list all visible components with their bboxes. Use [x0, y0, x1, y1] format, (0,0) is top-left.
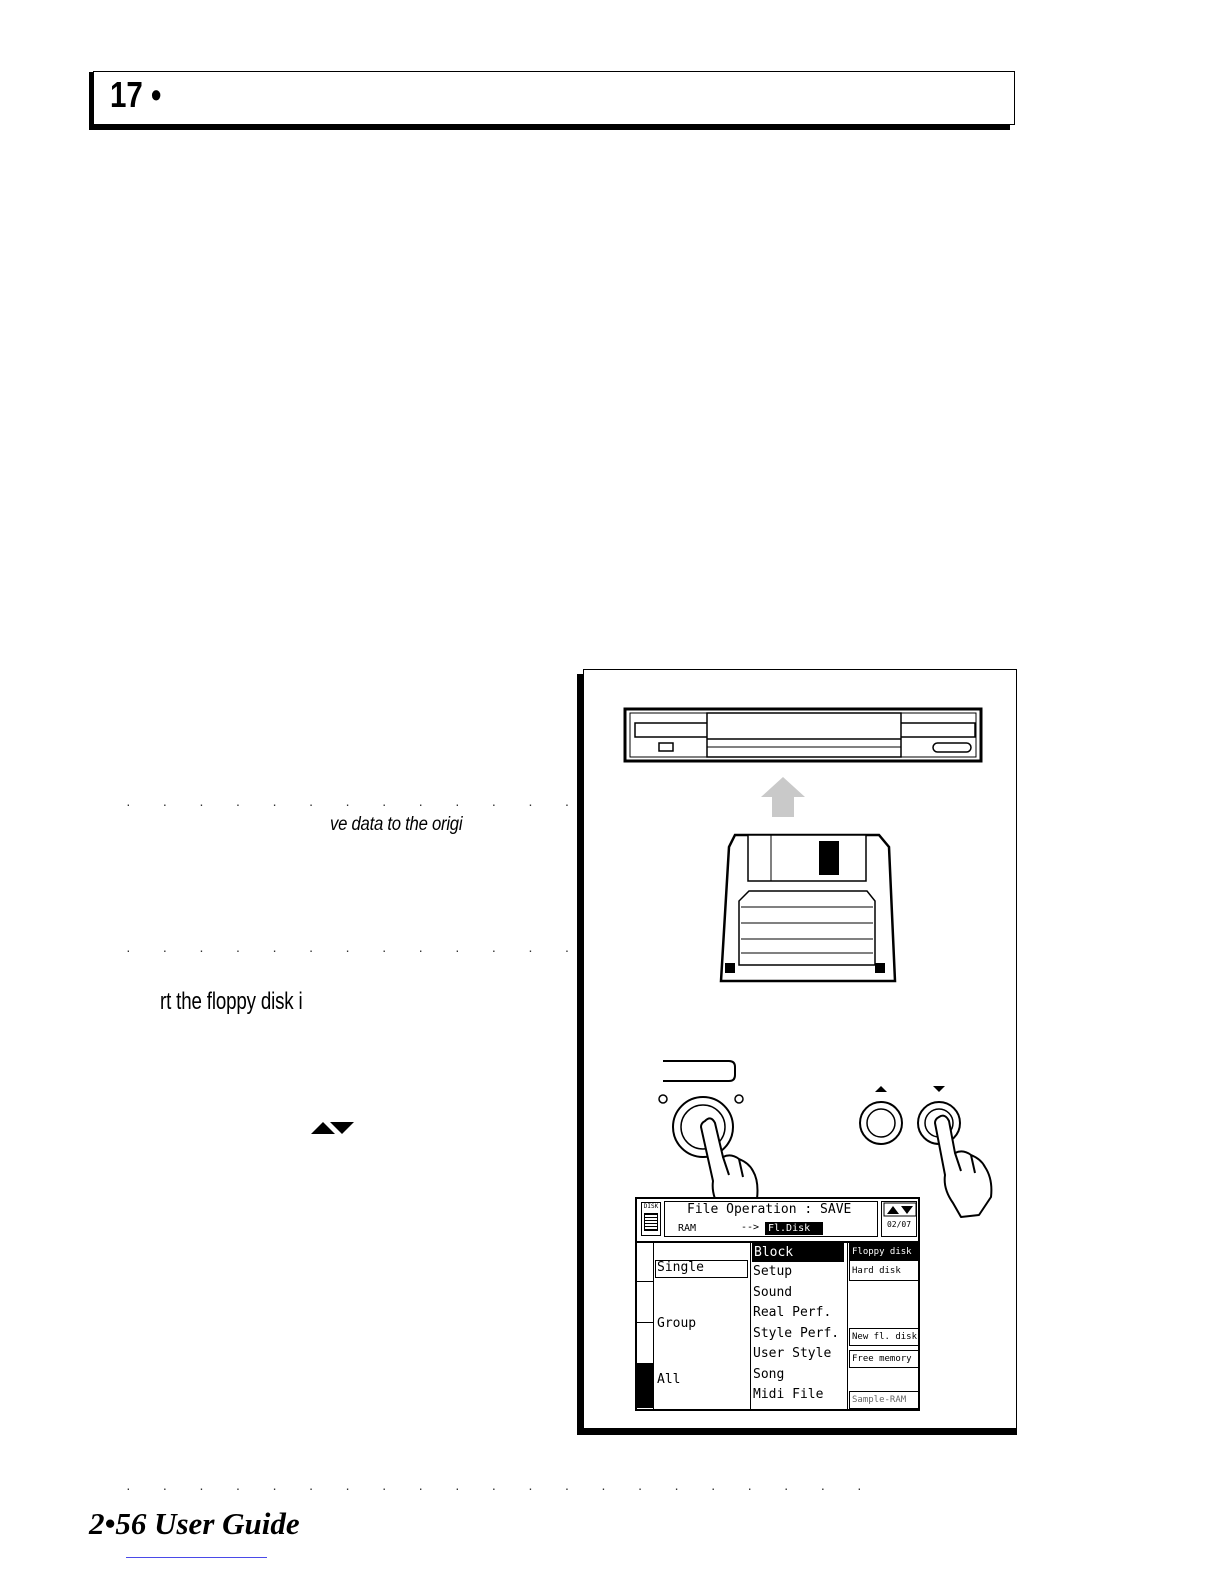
lcd-tab-strip: [637, 1241, 654, 1409]
file-type-setup[interactable]: Setup: [753, 1264, 793, 1279]
sample-ram-button[interactable]: Sample-RAM: [849, 1391, 919, 1409]
free-memory-button[interactable]: Free memory: [849, 1350, 919, 1368]
lcd-title-bar: DISK File Operation : SAVE RAM --> Fl.Di…: [637, 1199, 918, 1243]
lcd-title: File Operation : SAVE: [687, 1202, 852, 1217]
file-type-song[interactable]: Song: [753, 1366, 785, 1382]
mode-single[interactable]: Single: [657, 1260, 704, 1275]
file-type-user-style[interactable]: User Style: [753, 1346, 832, 1361]
file-type-real-perf[interactable]: Real Perf.: [753, 1305, 832, 1320]
lcd-page-box: 02/07: [881, 1201, 917, 1237]
lcd-drive-column: Floppy disk Hard disk New fl. disk Free …: [848, 1241, 919, 1409]
file-type-midi-file[interactable]: Midi File: [753, 1387, 824, 1402]
step-text: rt the floppy disk i: [160, 988, 303, 1015]
insert-arrow-icon: [761, 777, 805, 817]
lcd-destination: Fl.Disk: [765, 1222, 823, 1235]
lcd-source: RAM: [678, 1223, 697, 1234]
footer-link-underline: [126, 1557, 267, 1558]
disk-mode-icon: DISK: [641, 1202, 661, 1236]
pointing-hand-icon-2: [934, 1114, 993, 1218]
page-arrows-icon: [883, 1202, 917, 1217]
lcd-arrow: -->: [741, 1222, 760, 1233]
file-type-sound[interactable]: Sound: [753, 1284, 793, 1300]
lcd-file-type-list: Block Setup Sound Real Perf. Style Perf.…: [751, 1241, 848, 1409]
drive-hard-disk[interactable]: Hard disk: [852, 1266, 901, 1276]
file-type-style-perf[interactable]: Style Perf.: [753, 1325, 840, 1341]
floppy-disk-icon: [719, 833, 897, 983]
floppy-drive-icon: [623, 707, 983, 763]
up-down-arrows-icon: [311, 1122, 354, 1134]
dotted-rule-bottom: · · · · · · · · · · · · · · · · · · · · …: [126, 1480, 876, 1496]
header-bar-shadow: [89, 72, 95, 130]
page-footer: 2•56 User Guide: [89, 1506, 300, 1541]
lcd-display: DISK File Operation : SAVE RAM --> Fl.Di…: [635, 1197, 920, 1411]
header-bar-shadow-bottom: [89, 124, 1010, 130]
note-text: ve data to the origi: [330, 814, 463, 835]
drive-floppy-disk[interactable]: Floppy disk: [850, 1244, 918, 1261]
mode-group[interactable]: Group: [657, 1316, 697, 1331]
figure-illustration: [623, 707, 993, 1226]
file-type-block[interactable]: Block: [752, 1243, 844, 1262]
chapter-header-box: [93, 71, 1015, 125]
chapter-title: 17 •: [110, 74, 162, 115]
mode-all[interactable]: All: [657, 1372, 681, 1387]
new-floppy-disk-button[interactable]: New fl. disk: [849, 1328, 919, 1346]
lcd-mode-column: Single Group All: [654, 1241, 751, 1409]
lcd-page-number: 02/07: [886, 1220, 912, 1229]
